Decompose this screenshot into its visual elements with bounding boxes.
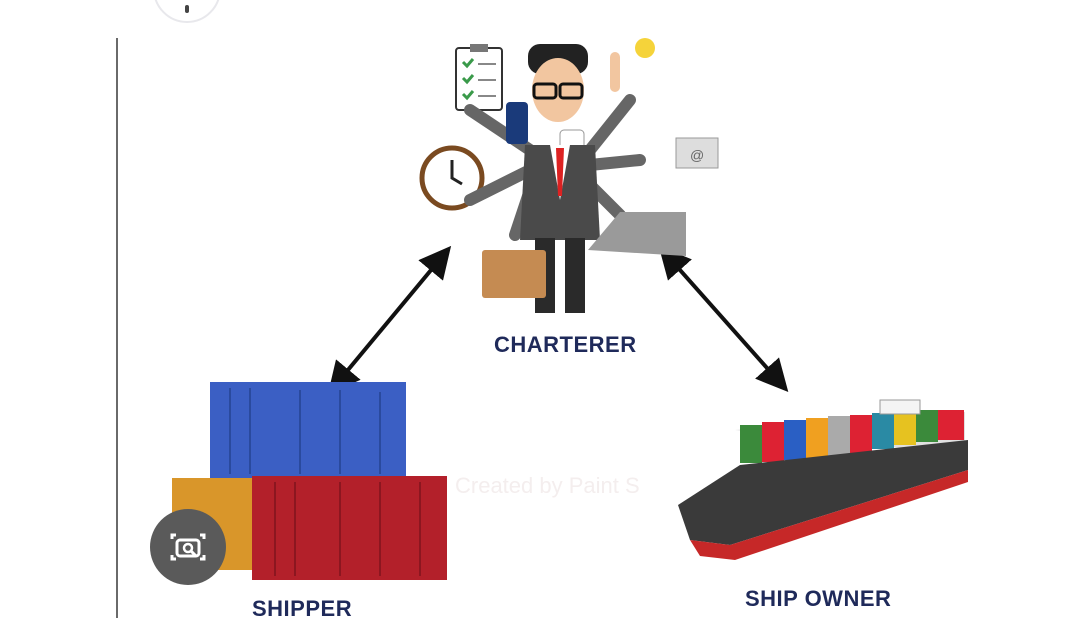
arrow-shipper-charterer (327, 245, 452, 395)
camera-search-icon (170, 533, 206, 561)
divider-line (116, 38, 118, 618)
svg-text:@: @ (690, 147, 704, 163)
button-glyph (185, 5, 189, 13)
charterer-illustration: @ (419, 38, 719, 313)
shipper-label: SHIPPER (252, 596, 353, 621)
watermark: Created by Paint S (455, 473, 640, 498)
ship-owner-label: SHIP OWNER (745, 586, 892, 611)
visual-search-button[interactable] (150, 509, 226, 585)
arrow-charterer-shipowner (658, 246, 789, 392)
charterer-label: CHARTERER (494, 332, 637, 357)
ship-illustration (678, 399, 968, 560)
